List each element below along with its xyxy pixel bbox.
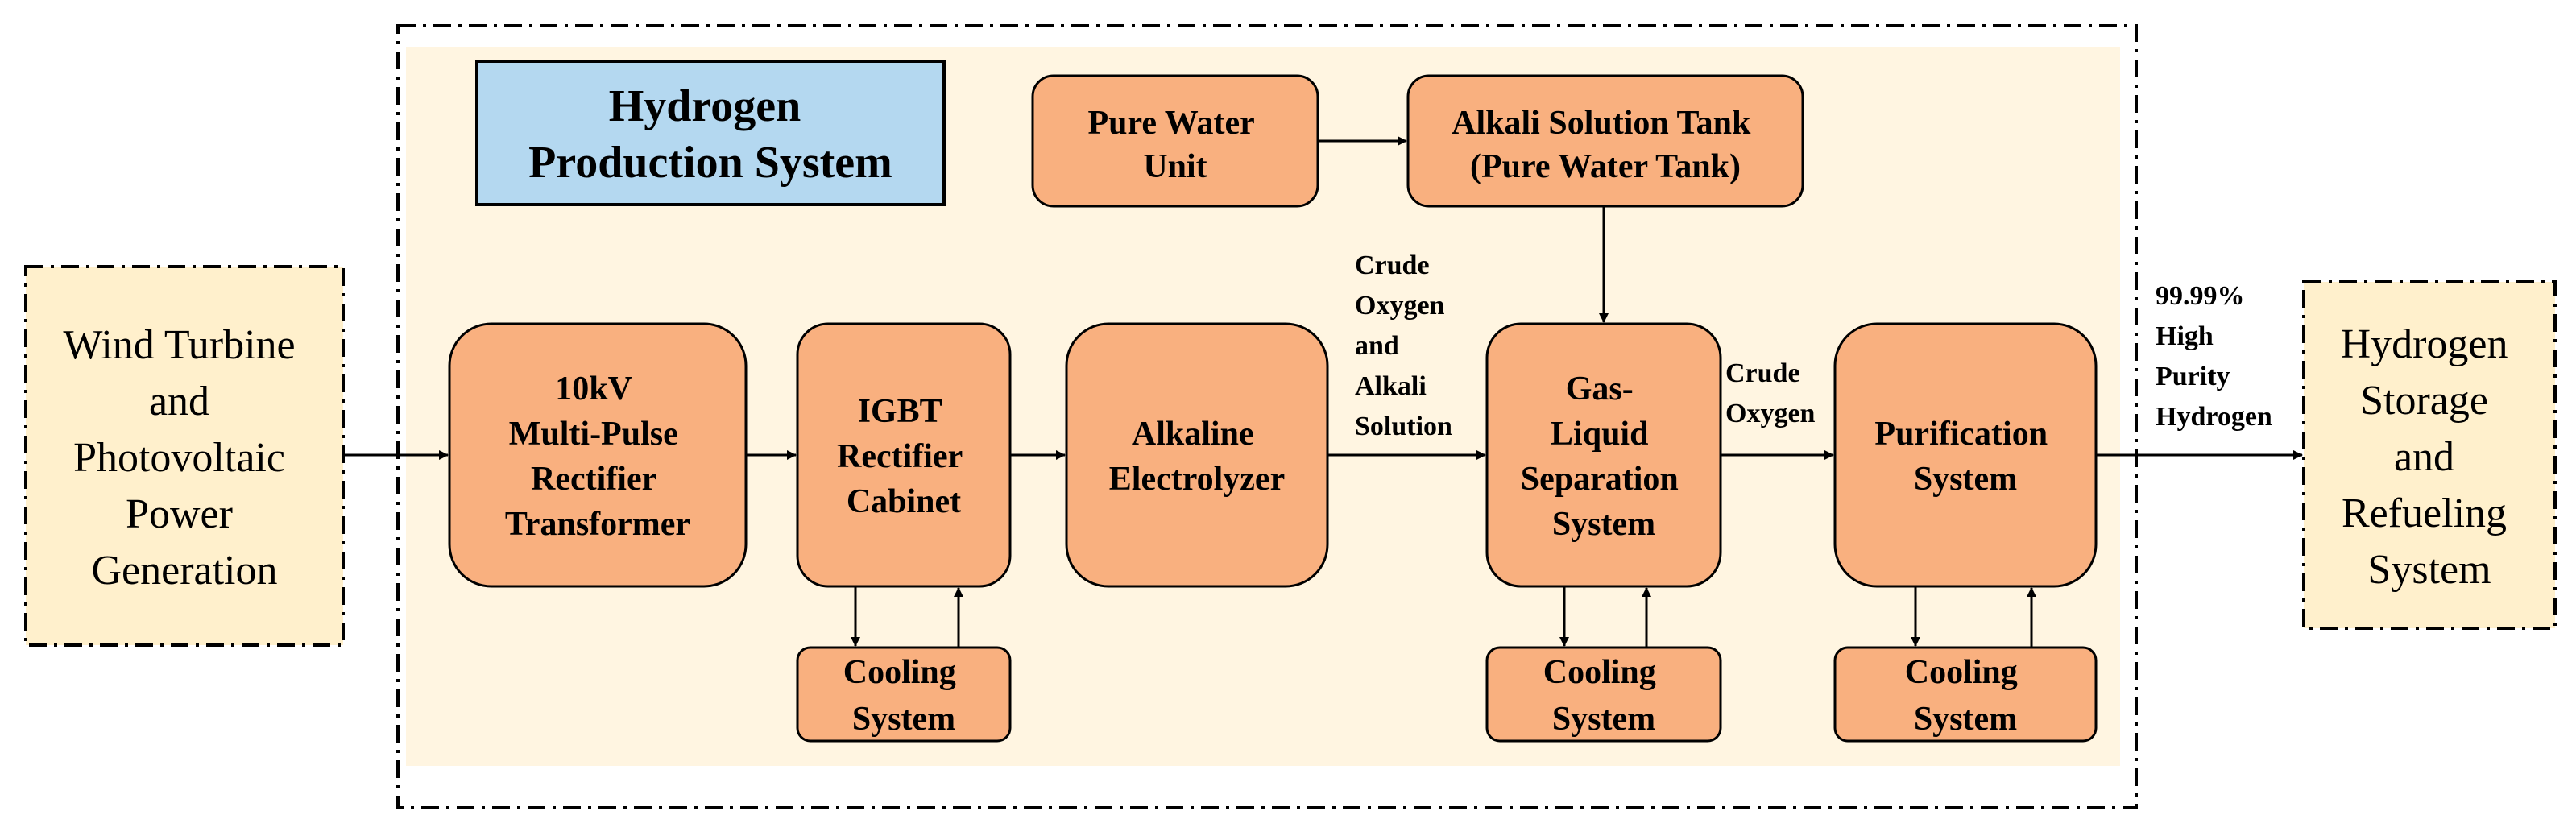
purification-system-node: Purification System [1833, 322, 2098, 588]
label-crude-oxygen-alkali-1: Crude [1355, 250, 1430, 280]
label-high-purity-2: High [2156, 321, 2214, 351]
alkaline-electrolyzer-node: Alkaline Electrolyzer [1065, 322, 1329, 588]
label-crude-oxygen-alkali-4: Alkali [1355, 371, 1427, 401]
label-high-purity-3: Purity [2156, 362, 2230, 391]
cooling-system-separation-node: Cooling System [1485, 646, 1722, 743]
alkali-tank-line-2: (Pure Water Tank) [1470, 148, 1741, 185]
wind-pv-line-3: Photovoltaic [73, 435, 285, 481]
cooling-1-line-1: Cooling [843, 654, 956, 691]
system-title-box: Hydrogen Production System [475, 60, 946, 206]
svg-text:Alkali Solution Tank (Pu: Alkali Solution Tank (Pure Water Tank) [1452, 105, 1759, 185]
cooling-system-igbt-node: Cooling System [796, 646, 1012, 743]
hydrogen-storage-node: Hydrogen Storage and Refueling System [2302, 280, 2557, 630]
alkali-tank-line-1: Alkali Solution Tank [1452, 105, 1751, 142]
wind-pv-line-5: Generation [91, 548, 277, 594]
svg-text:Alkaline Electrolyzer: Alkaline Electrolyzer [1109, 416, 1285, 498]
label-crude-oxygen-1: Crude [1725, 358, 1800, 388]
storage-line-3: and [2394, 434, 2454, 480]
transformer-line-1: 10kV [555, 370, 632, 408]
label-high-purity-1: 99.99% [2156, 281, 2245, 311]
transformer-line-4: Transformer [505, 506, 690, 543]
wind-pv-line-2: and [149, 379, 209, 424]
pure-water-unit-node: Pure Water Unit [1031, 74, 1319, 208]
svg-text:Pure Water Unit: Pure Water Unit [1088, 105, 1263, 185]
gas-liquid-line-2: Liquid [1551, 416, 1648, 453]
electrolyzer-line-1: Alkaline [1132, 416, 1254, 453]
svg-text:Hydrogen Storage a: Hydrogen Storage and Refueling System [2341, 321, 2519, 593]
purification-line-1: Purification [1874, 416, 2048, 453]
system-title-line-2: Production System [528, 138, 892, 188]
cooling-3-line-1: Cooling [1905, 654, 2018, 691]
label-crude-oxygen-alkali-2: Oxygen [1355, 291, 1445, 321]
svg-text:Cooling System: Cooling System [1905, 654, 2027, 738]
label-crude-oxygen-2: Oxygen [1725, 399, 1816, 428]
storage-line-2: Storage [2360, 378, 2488, 424]
storage-line-1: Hydrogen [2341, 321, 2508, 367]
svg-text:Hydrogen Production Syst: Hydrogen Production System [528, 81, 892, 188]
alkali-solution-tank-node: Alkali Solution Tank (Pure Water Tank) [1406, 74, 1804, 208]
production-system-border [396, 24, 2138, 809]
pure-water-line-2: Unit [1143, 148, 1207, 185]
electrolyzer-line-2: Electrolyzer [1109, 461, 1285, 498]
svg-text:Crude Oxygen and A: Crude Oxygen and Alkali Solution [1355, 250, 1452, 441]
rectifier-transformer-node: 10kV Multi-Pulse Rectifier Transformer [448, 322, 748, 588]
gas-liquid-line-3: Separation [1521, 461, 1679, 498]
cooling-3-line-2: System [1914, 701, 2017, 738]
svg-text:Purification System: Purification System [1874, 416, 2056, 498]
cooling-2-line-2: System [1552, 701, 1655, 738]
wind-pv-line-1: Wind Turbine [63, 322, 295, 368]
purification-line-2: System [1914, 461, 2017, 498]
transformer-line-2: Multi-Pulse [509, 416, 678, 453]
igbt-line-1: IGBT [858, 393, 942, 430]
label-high-purity-4: Hydrogen [2156, 402, 2272, 432]
label-crude-oxygen-alkali-5: Solution [1355, 412, 1452, 441]
igbt-line-3: Cabinet [847, 483, 961, 520]
cooling-1-line-2: System [852, 701, 955, 738]
cooling-2-line-1: Cooling [1543, 654, 1656, 691]
svg-text:Cooling System: Cooling System [843, 654, 965, 738]
svg-text:99.99% High Purity: 99.99% High Purity Hydrogen [2156, 281, 2272, 432]
svg-text:Gas- Liquid Separa: Gas- Liquid Separation System [1521, 370, 1688, 543]
gas-liquid-line-1: Gas- [1566, 370, 1634, 408]
pure-water-line-1: Pure Water [1088, 105, 1255, 142]
storage-line-4: Refueling [2342, 490, 2507, 536]
cooling-system-purification-node: Cooling System [1833, 646, 2098, 743]
gas-liquid-line-4: System [1552, 506, 1655, 543]
svg-text:10kV Multi-Pulse R: 10kV Multi-Pulse Rectifier Transformer [505, 370, 690, 543]
svg-text:IGBT Rectifier Cab: IGBT Rectifier Cabinet [837, 393, 971, 520]
igbt-line-2: Rectifier [837, 438, 963, 475]
svg-text:Wind Turbine and P: Wind Turbine and Photovoltaic Power Gene… [63, 322, 305, 594]
svg-text:Crude Oxygen: Crude Oxygen [1725, 358, 1816, 428]
wind-pv-line-4: Power [126, 491, 233, 537]
wind-pv-generation-node: Wind Turbine and Photovoltaic Power Gene… [24, 265, 345, 647]
storage-line-5: System [2367, 547, 2491, 593]
svg-text:Cooling System: Cooling System [1543, 654, 1665, 738]
igbt-rectifier-cabinet-node: IGBT Rectifier Cabinet [796, 322, 1012, 588]
transformer-line-3: Rectifier [531, 461, 656, 498]
system-title-line-1: Hydrogen [609, 81, 801, 131]
label-crude-oxygen-alkali-3: and [1355, 331, 1399, 361]
gas-liquid-separation-node: Gas- Liquid Separation System [1485, 322, 1722, 588]
